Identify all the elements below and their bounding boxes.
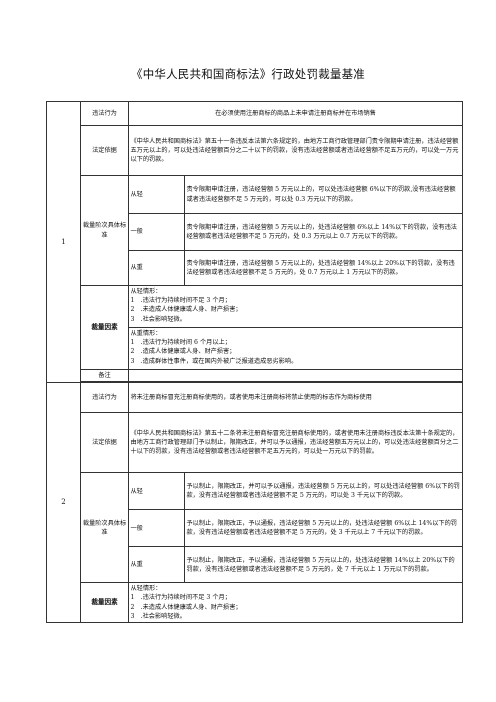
factors-label: 裁量因素	[80, 285, 129, 370]
list-item: 3 .社会影响轻微。	[130, 612, 186, 620]
level-text: 予以制止，限期改正，予以通报，违法经营额 5 万元以上的，处违法经营额 6%以上…	[184, 509, 463, 548]
levels-label: 裁量阶次具体标准	[80, 472, 129, 584]
table-row: 裁量因素 从轻情形： 1 .违法行为持续时间不足 3 个月； 2 .未造成人体健…	[47, 285, 463, 370]
table-row: 备注	[47, 368, 463, 383]
table-row: 从重 予以制止，限期改正，予以通报，违法经营额 5 万元以上的，处违法经营额 1…	[47, 546, 463, 584]
level-name: 从轻	[128, 175, 185, 214]
light-factors: 从轻情形： 1 .违法行为持续时间不足 3 个月； 2 .未造成人体健康或人身、…	[128, 285, 463, 328]
list-item: 2 .造成人体健康或人身、财产损害；	[130, 348, 236, 356]
table-row: 从重情形： 1 .违法行为持续时间 6 个月以上； 2 .造成人体健康或人身、财…	[47, 327, 463, 370]
violation-text: 将未注册商标冒充注册商标使用的，或者使用未注册商标将禁止使用的标志作为商标使用	[128, 382, 463, 414]
levels-label: 裁量阶次具体标准	[80, 175, 129, 286]
remarks-text	[128, 368, 463, 383]
light-header: 从轻情形：	[130, 585, 162, 593]
remarks-label: 备注	[80, 368, 129, 383]
heavy-header: 从重情形：	[130, 330, 162, 337]
basis-label: 法定依据	[80, 125, 129, 176]
table-row: 裁量阶次具体标准 从轻 责令限期申请注册，违法经营额 5 万元以上的，可以处违法…	[47, 175, 463, 286]
level-name: 从轻	[128, 472, 185, 511]
list-item: 1 .违法行为持续时间不足 3 个月；	[130, 594, 231, 602]
heavy-factors: 从重情形： 1 .违法行为持续时间 6 个月以上； 2 .造成人体健康或人身、财…	[128, 327, 463, 370]
table-row: 1 违法行为 在必须使用注册商标的商品上未申请注册商标并在市场销售	[46, 100, 463, 384]
factors-label: 裁量因素	[80, 582, 129, 624]
violation-label: 违法行为	[80, 101, 129, 126]
basis-label: 法定依据	[80, 412, 129, 474]
table-row: 2 违法行为 将未注册商标冒充注册商标使用的，或者使用未注册商标将禁止使用的标志…	[46, 382, 463, 624]
list-item: 2 .未造成人体健康或人身、财产损害；	[130, 603, 242, 611]
light-header: 从轻情形：	[130, 288, 162, 295]
table-row: 法定依据 《中华人民共和国商标法》第五十二条将未注册商标冒充注册商标使用的，或者…	[47, 412, 463, 474]
level-text: 责令限期申请注册，违法经营额 5 万元以上的，处违法经营额 14%以上 20%以…	[184, 250, 463, 286]
list-item: 1 .违法行为持续时间 6 个月以上；	[130, 339, 231, 347]
list-item: 3 .社会影响轻微。	[130, 315, 186, 323]
section-number: 1	[46, 100, 81, 384]
level-name: 一般	[128, 509, 185, 548]
table-row: 从重 责令限期申请注册，违法经营额 5 万元以上的，处违法经营额 14%以上 2…	[47, 250, 463, 286]
list-item: 3 .造成群体性事件，或在国内外被广泛报道造成恶劣影响。	[130, 357, 298, 365]
violation-label: 违法行为	[80, 382, 129, 414]
basis-text: 《中华人民共和国商标法》第五十二条将未注册商标冒充注册商标使用的，或者使用未注册…	[128, 412, 463, 474]
level-text: 予以制止，限期改正，予以通报，违法经营额 5 万元以上的，处违法经营额 14%以…	[184, 546, 463, 584]
level-name: 从重	[128, 250, 185, 286]
table-row: 裁量阶次具体标准 从轻 予以制止，限期改正，并可以予以通报，违法经营额 5 万元…	[47, 472, 463, 584]
light-factors: 从轻情形： 1 .违法行为持续时间不足 3 个月； 2 .未造成人体健康或人身、…	[128, 582, 463, 624]
level-name: 一般	[128, 213, 185, 251]
violation-text: 在必须使用注册商标的商品上未申请注册商标并在市场销售	[128, 101, 463, 126]
level-text: 责令限期申请注册，违法经营额 5 万元以上的，处违法经营额 6%以上 14%以下…	[184, 213, 463, 251]
section-number: 2	[46, 382, 81, 624]
penalty-table: 1 违法行为 在必须使用注册商标的商品上未申请注册商标并在市场销售 法定依据 《…	[46, 100, 463, 624]
page-title: 《中华人民共和国商标法》行政处罚裁量基准	[131, 67, 365, 81]
table-row: 裁量因素 从轻情形： 1 .违法行为持续时间不足 3 个月； 2 .未造成人体健…	[47, 582, 463, 624]
list-item: 1 .违法行为持续时间不足 3 个月；	[130, 297, 231, 305]
basis-text: 《中华人民共和国商标法》第五十一条违反本法第六条规定的，由地方工商行政管理部门责…	[128, 125, 463, 176]
table-row: 法定依据 《中华人民共和国商标法》第五十一条违反本法第六条规定的，由地方工商行政…	[47, 125, 463, 176]
list-item: 2 .未造成人体健康或人身、财产损害；	[130, 306, 242, 314]
level-text: 责令限期申请注册，违法经营额 5 万元以上的，可以处违法经营额 6%以下的罚款,…	[184, 175, 463, 214]
level-text: 予以制止，限期改正，并可以予以通报，违法经营额 5 万元以上的，可以处违法经营额…	[184, 472, 463, 511]
level-name: 从重	[128, 546, 185, 584]
